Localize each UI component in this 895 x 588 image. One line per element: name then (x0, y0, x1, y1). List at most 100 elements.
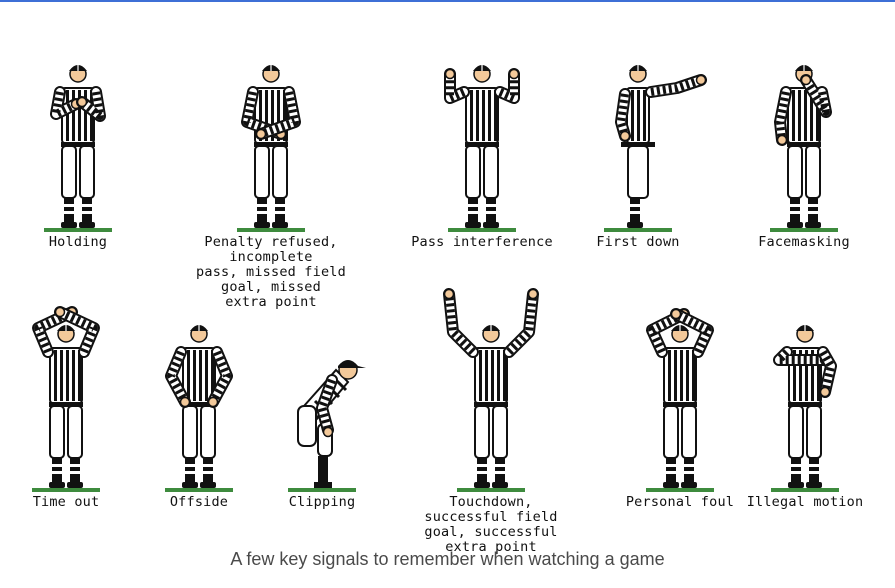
figure-penalty-refused (237, 61, 305, 232)
leg (627, 145, 649, 199)
figure-touchdown (443, 288, 539, 492)
arm-fill (505, 290, 537, 356)
shoe (483, 222, 499, 228)
sock-stripe (477, 471, 487, 474)
torso-stripe (680, 350, 683, 401)
belt (465, 142, 499, 147)
hand (443, 288, 455, 300)
hand (508, 68, 520, 80)
signal-label: Illegal motion (746, 494, 864, 510)
sock (684, 458, 694, 482)
leg (474, 405, 490, 459)
leg (61, 145, 77, 199)
torso-stripe (78, 90, 81, 141)
sock-stripe (790, 204, 800, 207)
shoe (788, 482, 804, 488)
signal-label: First down (596, 234, 680, 250)
arm-stripes (167, 350, 189, 404)
ground (604, 228, 672, 232)
torso-stripe (817, 350, 820, 401)
shoe (787, 222, 803, 228)
torso-stripe (187, 350, 190, 401)
shoe (272, 222, 288, 228)
belt (621, 142, 655, 147)
arm-stripes (58, 308, 98, 354)
torso-stripe (60, 350, 63, 401)
leg (272, 145, 288, 199)
torso-stripe (199, 350, 202, 401)
leg (788, 405, 804, 459)
arm-fill (819, 348, 835, 396)
arm-stripes (776, 91, 790, 141)
sock-stripe (666, 471, 676, 474)
sock-stripe (666, 464, 676, 467)
arm-stripes (34, 308, 74, 354)
torso-stripe (631, 90, 634, 141)
arm-stripes (79, 91, 104, 120)
sock (790, 198, 800, 222)
shoe (474, 482, 490, 488)
sock-stripe (486, 204, 496, 207)
torso-stripe (205, 350, 208, 401)
figure-holding (44, 61, 112, 232)
sock-stripe (70, 464, 80, 467)
sock-stripe (64, 204, 74, 207)
torso-stripe (643, 90, 646, 141)
figure-first-down (604, 61, 707, 232)
torso-stripe (193, 350, 196, 401)
sock-stripe (791, 471, 801, 474)
signal-personal-foul: Personal foul (626, 278, 734, 510)
signal-label: Pass interference (411, 234, 553, 250)
torso-stripe (805, 350, 808, 401)
sock-stripe (808, 204, 818, 207)
leg (787, 145, 803, 199)
ground (646, 488, 714, 492)
sock (318, 456, 328, 484)
sock (809, 458, 819, 482)
ground (288, 488, 356, 492)
sock-stripe (275, 211, 285, 214)
shoe (314, 482, 332, 488)
torso-stripe (211, 350, 214, 401)
torso-stripe (816, 90, 819, 141)
signal-time-out: Time out (24, 278, 108, 510)
hand (255, 128, 267, 140)
sock (630, 198, 640, 222)
ground (770, 228, 838, 232)
torso-stripe (799, 350, 802, 401)
shoe (254, 222, 270, 228)
torso-stripe (637, 90, 640, 141)
signal-touchdown: Touchdown, successful field goal, succes… (424, 278, 557, 555)
hand (819, 386, 831, 398)
belt (787, 142, 821, 147)
sock-stripe (82, 211, 92, 214)
arm-stripes (802, 77, 830, 116)
sock-stripe (790, 211, 800, 214)
ground (448, 228, 516, 232)
sock (477, 458, 487, 482)
torso-stripe (54, 350, 57, 401)
belt (61, 142, 95, 147)
sock-stripe (477, 464, 487, 467)
shoe (200, 482, 216, 488)
leg (492, 405, 508, 459)
sock-stripe (468, 211, 478, 214)
figure-offside (165, 321, 233, 492)
shoe (663, 482, 679, 488)
torso-stripe (84, 90, 87, 141)
signal-label: Touchdown, successful field goal, succes… (424, 494, 558, 555)
belt (254, 142, 288, 147)
sock (486, 198, 496, 222)
torso-stripe (491, 350, 494, 401)
torso-stripe (494, 90, 497, 141)
signal-label: Personal foul (625, 494, 735, 510)
leg (254, 145, 270, 199)
shoe (492, 482, 508, 488)
arm-stripes (498, 74, 518, 102)
belt (474, 402, 508, 407)
sock (468, 198, 478, 222)
torso-stripe (804, 90, 807, 141)
leg (67, 405, 83, 459)
leg (806, 405, 822, 459)
hand (444, 68, 456, 80)
